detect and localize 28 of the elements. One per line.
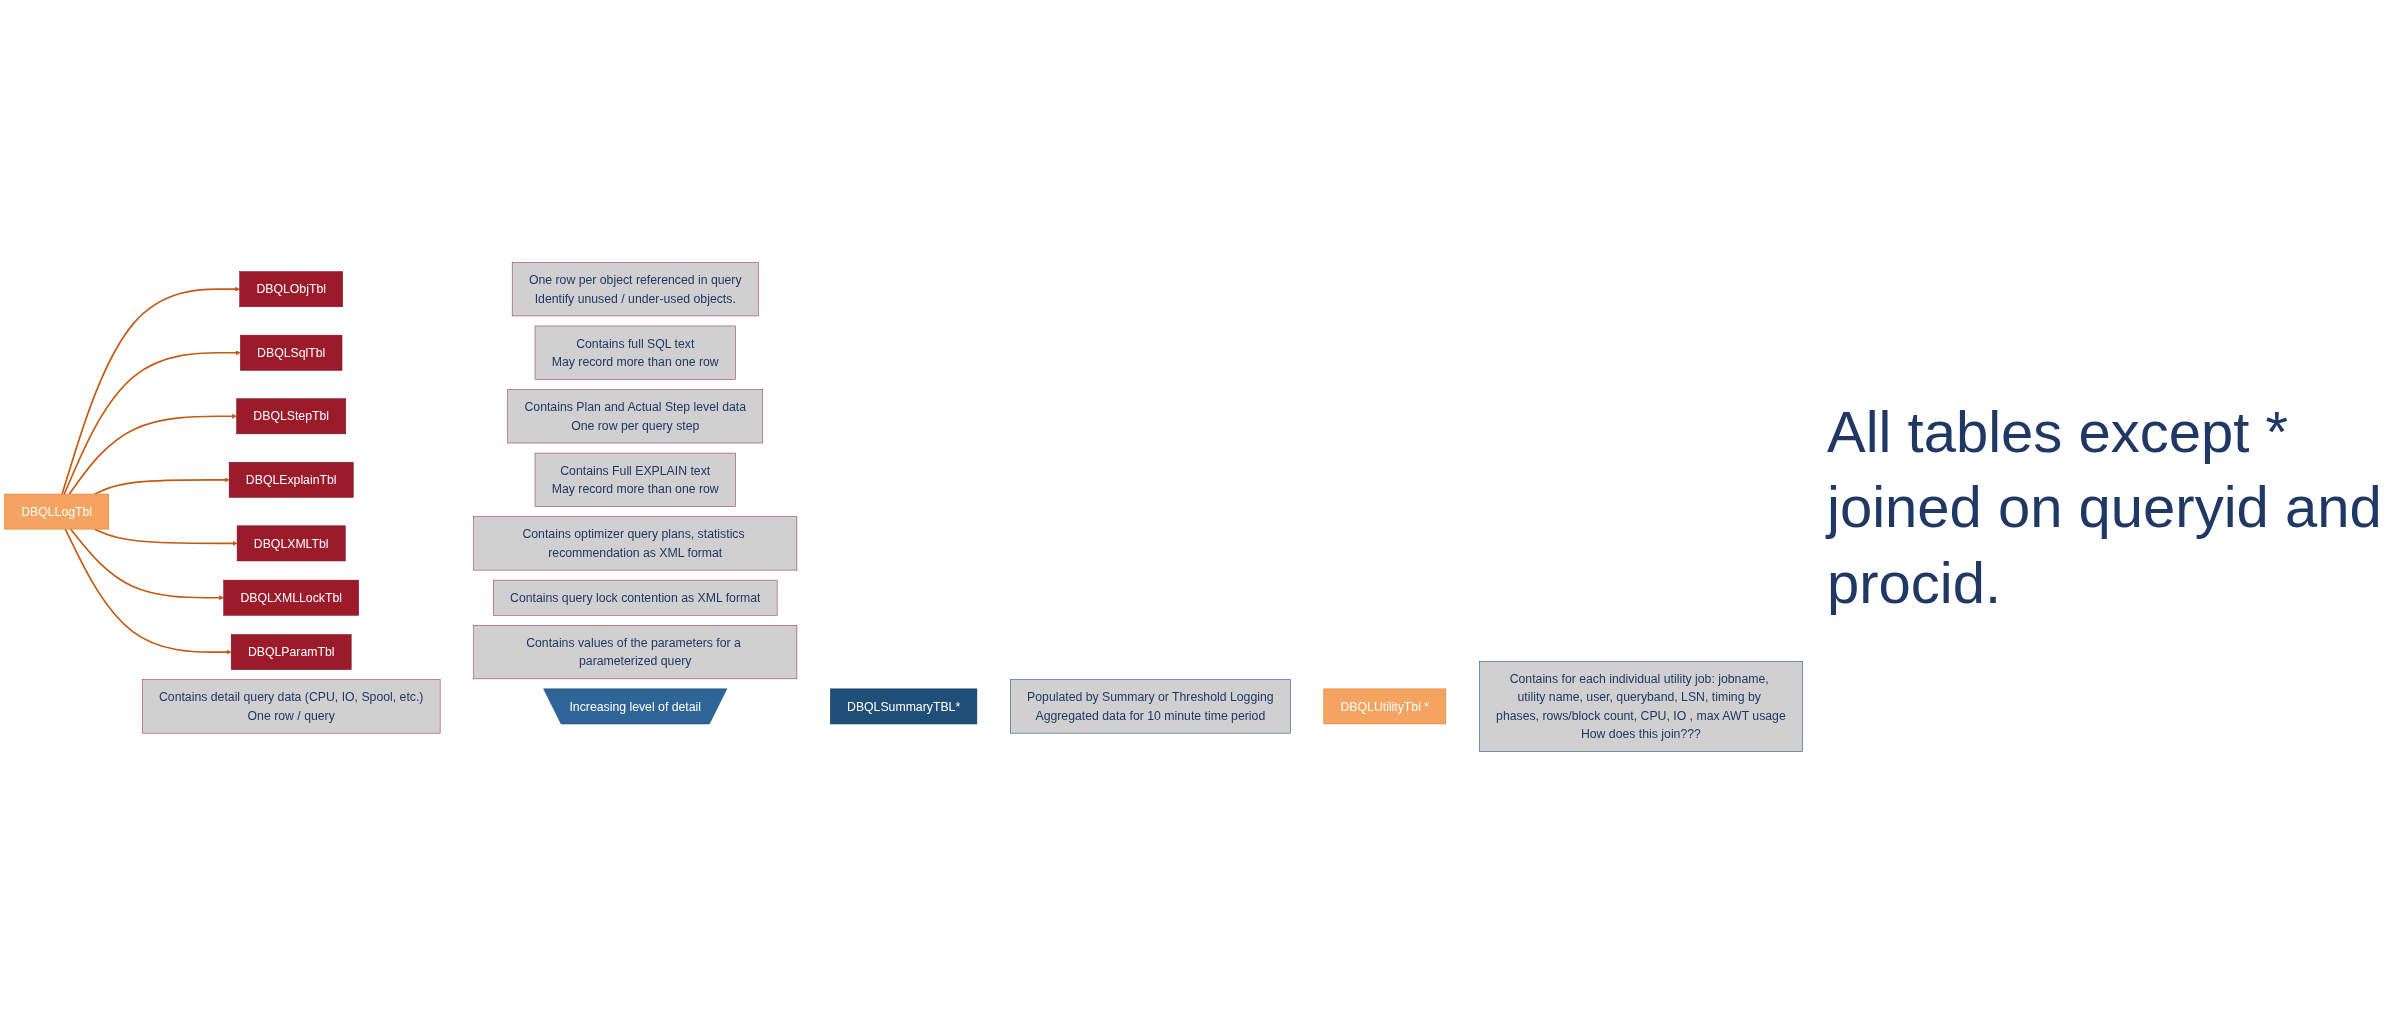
node-box: Contains query lock contention as XML format — [493, 579, 778, 616]
node-box: Contains for each individual utility job: jobname, utility name, user, queryband, LSN, timing by phases, rows/block count, CPU, IO , max AWT usage How does this join??? — [1478, 661, 1803, 752]
node-box: DBQLUtilityTbl * — [1323, 688, 1447, 725]
node-box: DBQLStepTbl — [236, 398, 347, 435]
arrow — [61, 286, 240, 495]
arrow — [69, 528, 224, 601]
node-box: DBQLSqlTbl — [240, 334, 343, 371]
arrow — [93, 477, 230, 495]
node-box: DBQLSummaryTBL* — [830, 688, 978, 725]
node-box: Contains detail query data (CPU, IO, Spool, etc.) One row / query — [141, 679, 441, 734]
node-box: Contains optimizer query plans, statistics recommendation as XML format — [473, 516, 798, 571]
node-box: DBQLXMLLockTbl — [223, 579, 359, 616]
arrow — [93, 528, 238, 546]
node-box: Contains Full EXPLAIN text May record more than one row — [534, 452, 736, 507]
node-box: Contains values of the parameters for a parameterized query — [473, 625, 798, 680]
node-box: DBQLExplainTbl — [228, 462, 354, 498]
node-box: DBQLLogTbl — [4, 493, 110, 530]
arrow — [64, 528, 232, 655]
node-box: Contains full SQL text May record more than one row — [534, 325, 736, 380]
note-text: All tables except * joined on queryid and procid. — [1827, 397, 2383, 617]
node-box: DBQLXMLTbl — [236, 525, 346, 562]
node-box: Contains Plan and Actual Step level data One row per query step — [507, 389, 763, 444]
arrow — [63, 350, 241, 495]
node-box: DBQLObjTbl — [239, 271, 343, 308]
node-box: One row per object referenced in query Identify unused / under-used objects. — [511, 262, 759, 317]
arrow — [68, 413, 237, 495]
node-box: DBQLParamTbl — [230, 634, 352, 670]
node-box: Populated by Summary or Threshold Logging Aggregated data for 10 minute time period — [1010, 679, 1291, 734]
